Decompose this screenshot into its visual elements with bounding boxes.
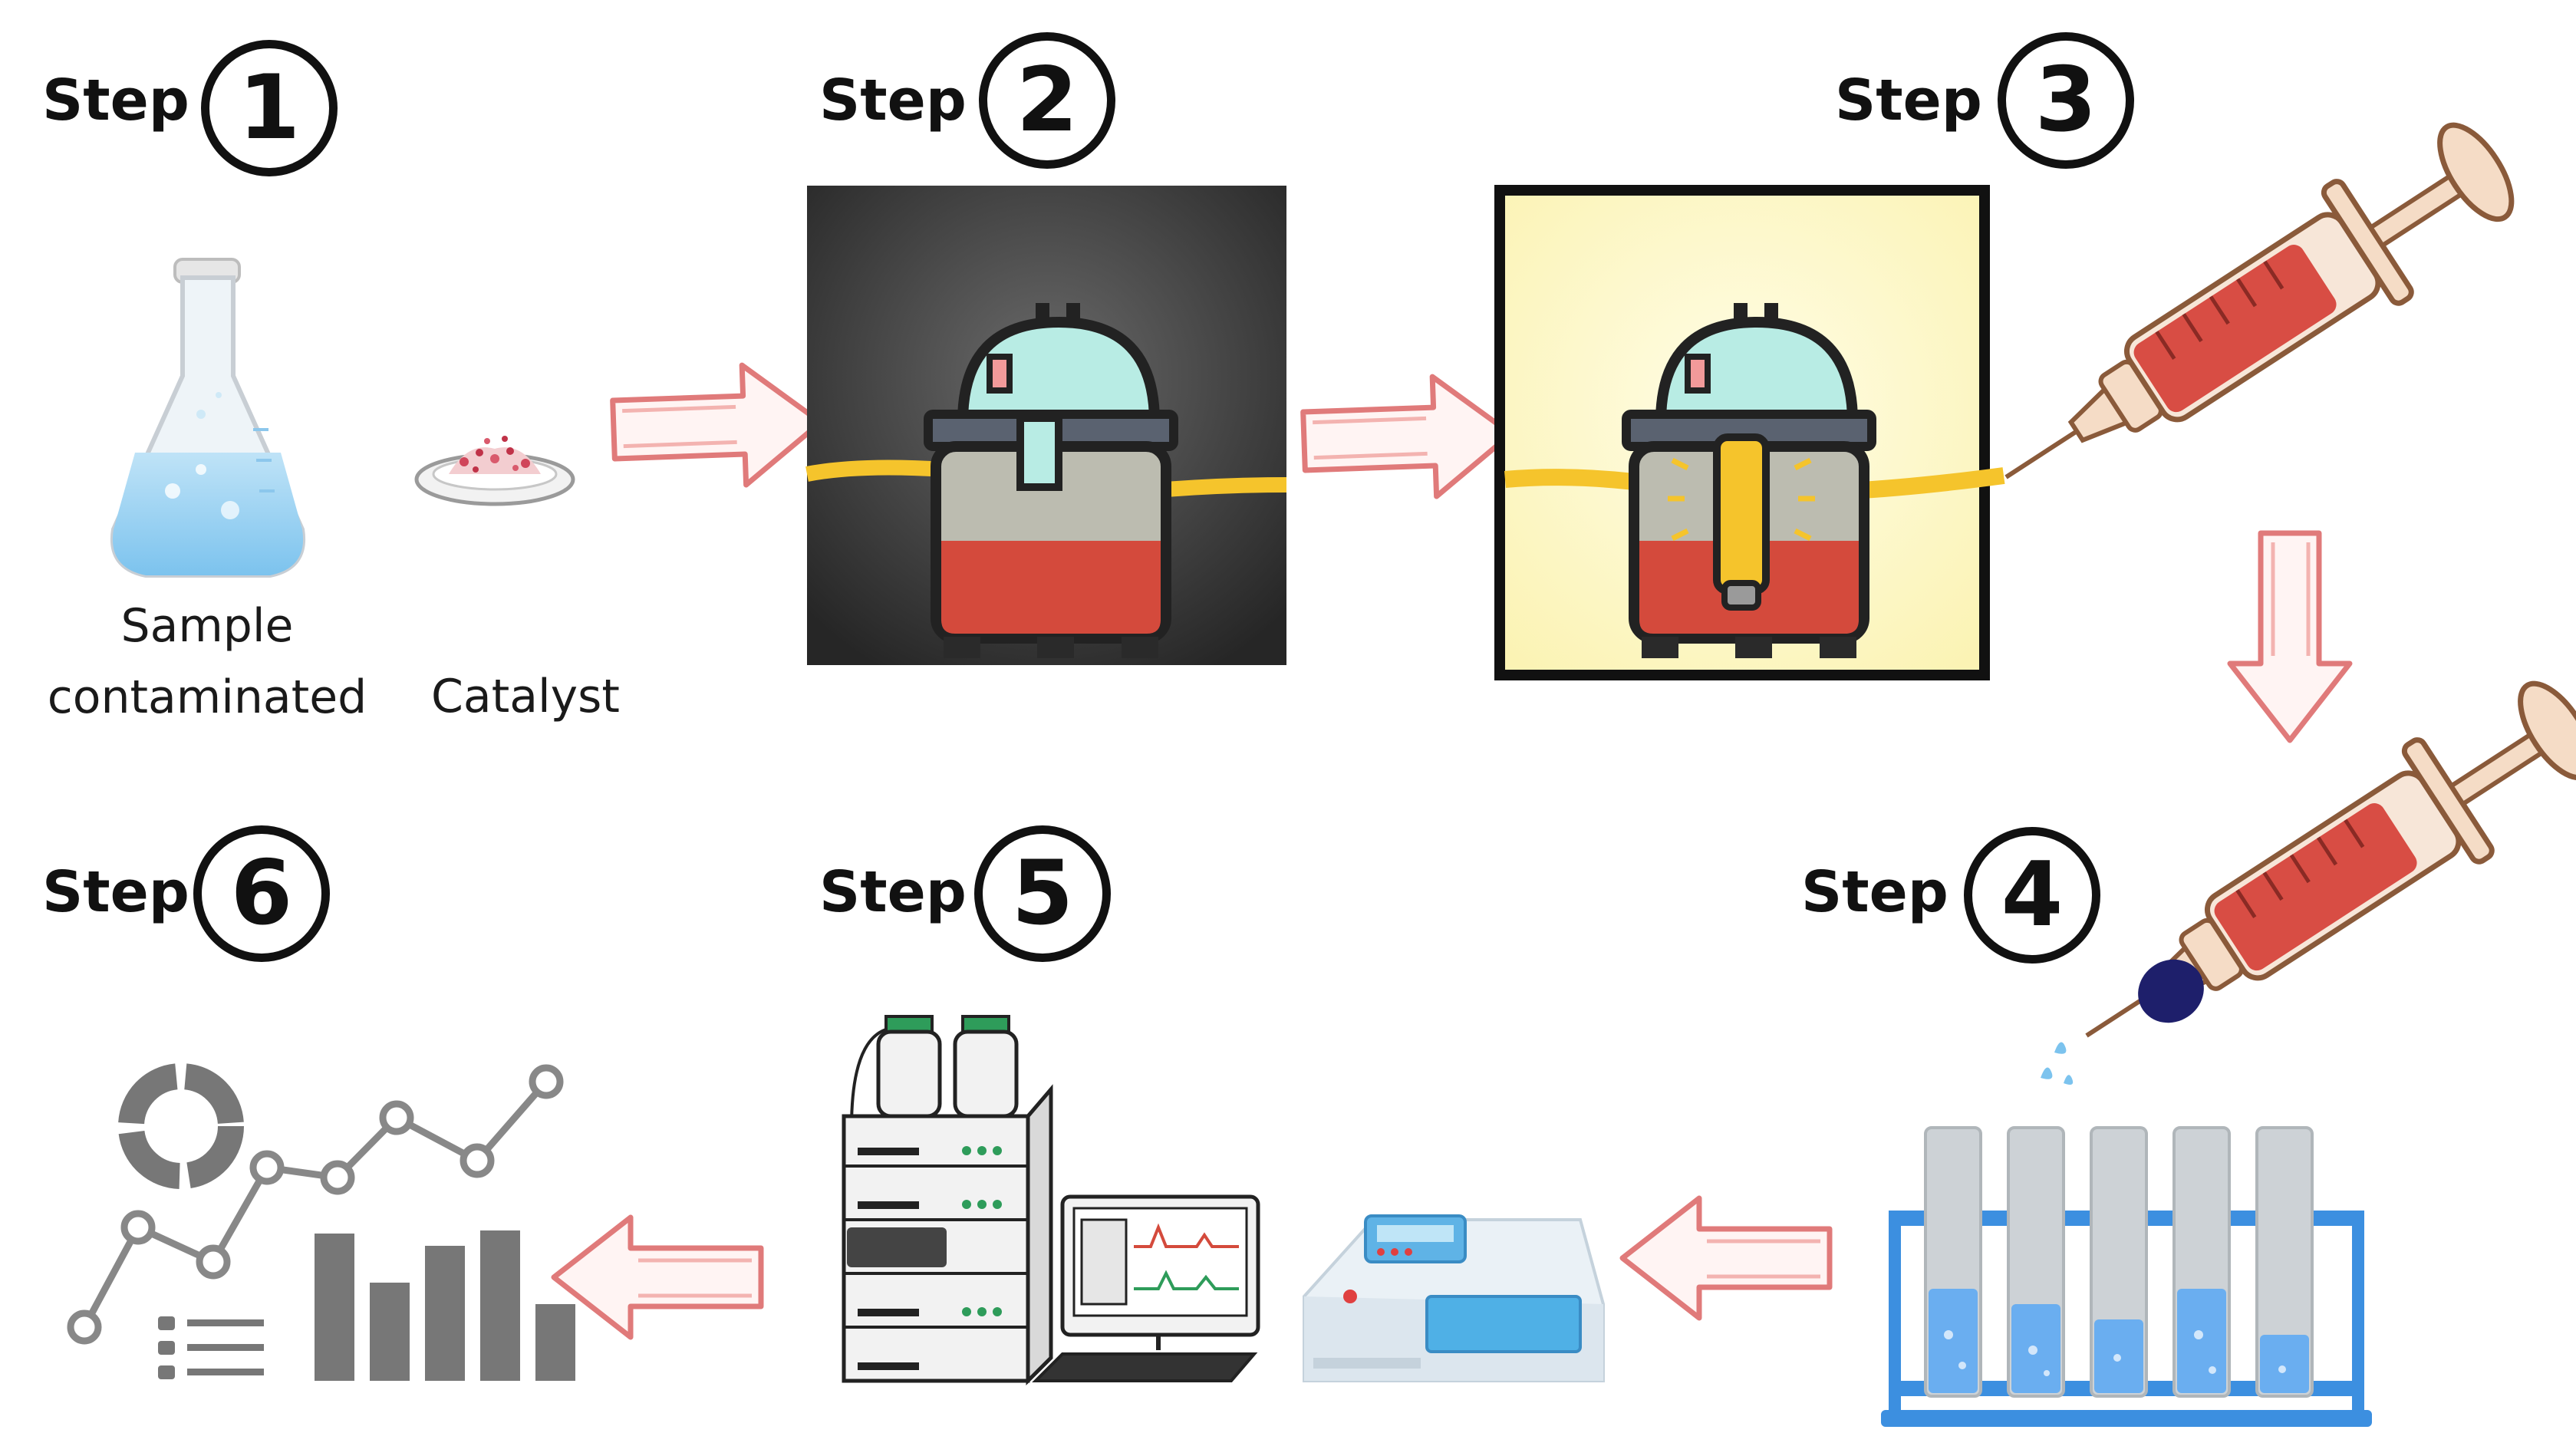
photoreactor-illuminated-icon — [1494, 185, 2005, 680]
test-tube-rack-icon — [1881, 1126, 2372, 1427]
hplc-system-icon — [840, 1006, 1262, 1390]
step-4-number: 4 — [1964, 827, 2100, 964]
catalyst-dish-icon — [414, 436, 575, 506]
data-analysis-icon — [67, 1063, 575, 1381]
step-6-number: 6 — [193, 825, 330, 962]
step-6-label: Step — [42, 859, 189, 925]
step-4-label: Step — [1801, 859, 1948, 925]
photoreactor-dark-icon — [805, 186, 1287, 665]
flow-arrow-icon — [1622, 1198, 1830, 1318]
syringe-icon — [1968, 101, 2534, 535]
step-5-number: 5 — [974, 825, 1111, 962]
flow-arrow-icon — [2230, 533, 2350, 740]
flow-arrow-icon — [611, 363, 822, 489]
syringe-filter-icon — [2041, 660, 2576, 1094]
sample-caption-line2: contaminated — [47, 670, 367, 724]
sample-caption: Sample contaminated — [31, 591, 384, 733]
step-3-label: Step — [1835, 68, 1982, 133]
flow-arrow-icon — [1302, 374, 1513, 501]
step-1-number: 1 — [201, 40, 338, 176]
step-2-label: Step — [819, 68, 967, 133]
catalyst-caption: Catalyst — [431, 670, 620, 723]
step-5-label: Step — [819, 859, 967, 925]
spectrophotometer-icon — [1303, 1214, 1605, 1382]
erlenmeyer-flask-icon — [110, 258, 306, 578]
step-1-label: Step — [42, 68, 189, 133]
step-3-number: 3 — [1998, 32, 2134, 169]
sample-caption-line1: Sample — [120, 599, 294, 653]
flow-arrow-icon — [554, 1217, 761, 1337]
step-2-number: 2 — [979, 32, 1115, 169]
